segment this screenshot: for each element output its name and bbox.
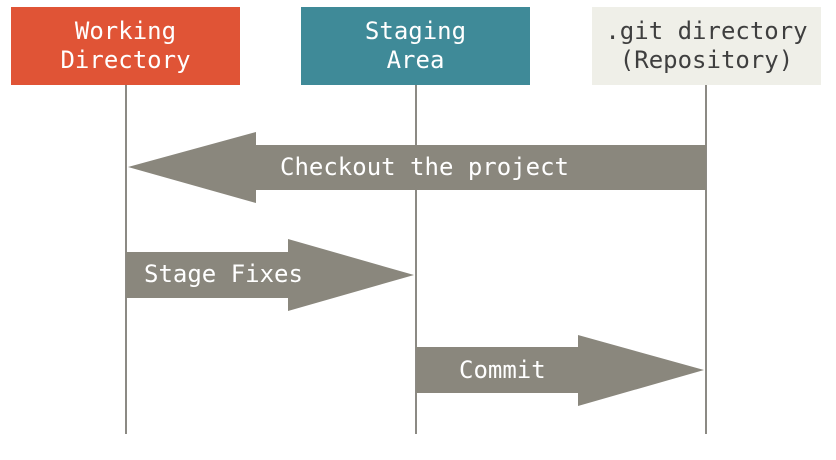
commit-arrow bbox=[416, 335, 704, 406]
checkout-arrow bbox=[128, 132, 706, 203]
commit-arrow-label: Commit bbox=[459, 356, 546, 384]
staging-area-box: Staging Area bbox=[301, 7, 530, 85]
stage-fixes-arrow-label: Stage Fixes bbox=[144, 260, 303, 288]
working-directory-box: Working Directory bbox=[11, 7, 240, 85]
checkout-arrow-label: Checkout the project bbox=[280, 153, 569, 181]
stage-fixes-arrow bbox=[126, 239, 414, 311]
repository-box: .git directory (Repository) bbox=[592, 7, 821, 85]
